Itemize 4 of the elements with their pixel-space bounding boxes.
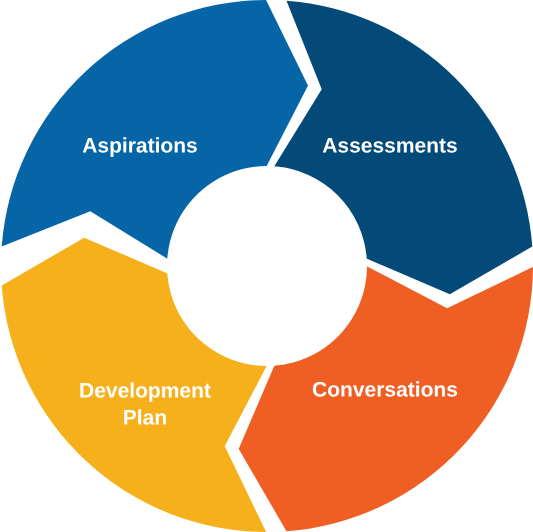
segment-label: Assessments — [321, 133, 459, 160]
segment-label: Conversations — [311, 377, 459, 404]
segment-label: Aspirations — [81, 133, 199, 160]
segment-label: Development Plan — [78, 378, 212, 432]
